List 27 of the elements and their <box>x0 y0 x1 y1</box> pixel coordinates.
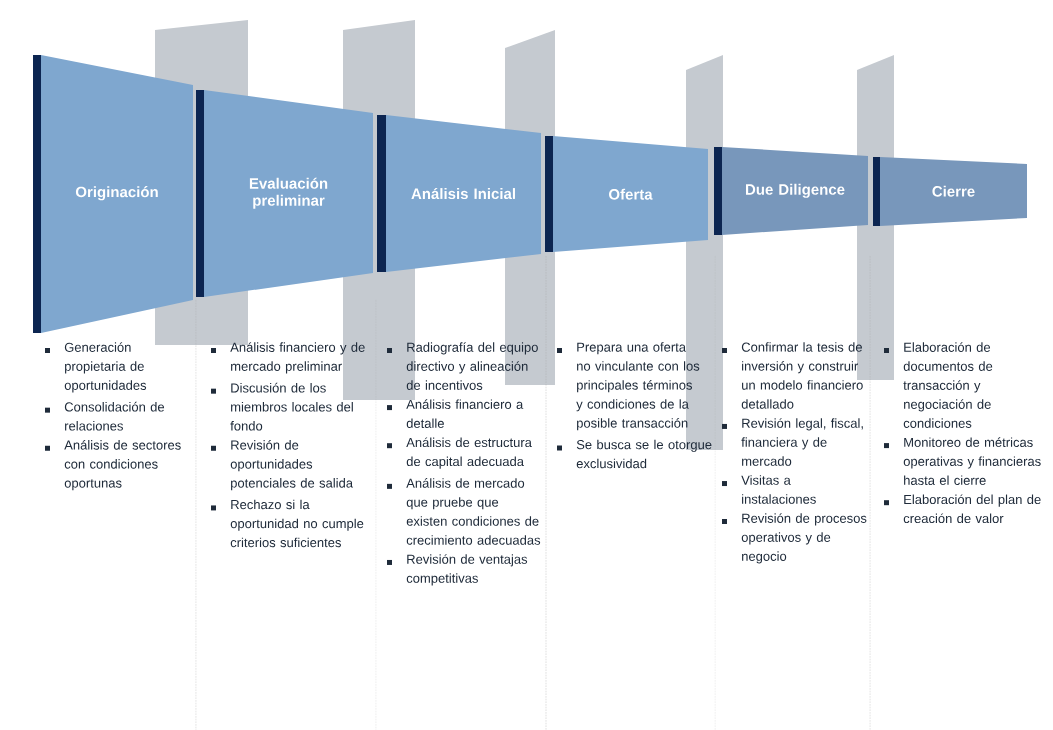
bullet-item: Confirmar la tesis de inversión y construir un modelo financiero detallado <box>722 342 863 409</box>
stage-banner: Due Diligence <box>714 147 868 235</box>
bullet-item: Se busca se le otorgue exclusividad <box>557 439 712 469</box>
bullet-item: Monitoreo de métricas operativas y financieras hasta el cierre <box>884 437 1041 485</box>
bullet-item: Revisión de ventajas competitivas <box>387 554 528 586</box>
bullet-item: Análisis de mercado que pruebe que existen condiciones de crecimiento adecuadas <box>387 478 541 545</box>
bullet-item: Revisión legal, fiscal, financiera y de mercado <box>722 418 863 466</box>
bullet-item: Análisis financiero y de mercado preliminar <box>211 342 365 374</box>
bullet-item: Revisión de oportunidades potenciales de salida <box>211 439 354 491</box>
bullet-item: Rechazo si la oportunidad no cumple criterios suficientes <box>211 499 364 548</box>
bullet-item: Análisis de sectores con condiciones oportunas <box>45 439 181 491</box>
bullet-item: Elaboración de documentos de transacción y negociación de condiciones <box>884 342 993 428</box>
bullet-item: Elaboración del plan de creación de valor <box>884 494 1041 524</box>
bullet-item: Visitas a instalaciones <box>722 475 816 504</box>
bullet-item: Generación propietaria de oportunidades <box>45 342 147 393</box>
bullet-item: Consolidación de relaciones <box>45 401 165 431</box>
bullet-item: Análisis de estructura de capital adecuada <box>387 437 532 469</box>
stage-banner: Análisis Inicial <box>377 115 541 272</box>
stage-banner: Cierre <box>873 157 1027 226</box>
stage-banner: Originación <box>33 55 193 333</box>
stage-banner: Evaluación preliminar <box>196 90 373 297</box>
stage-banner: Oferta <box>545 136 708 252</box>
bullet-item: Análisis financiero a detalle <box>387 399 524 428</box>
bullet-item: Discusión de los miembros locales del fondo <box>211 382 353 431</box>
bullet-item: Revisión de procesos operativos y de negocio <box>722 513 867 564</box>
bullet-item: Prepara una oferta no vinculante con los principales términos y condiciones de la posible transacción <box>557 342 700 431</box>
bullet-item: Radiografía del equipo directivo y alineación de incentivos <box>387 342 538 390</box>
